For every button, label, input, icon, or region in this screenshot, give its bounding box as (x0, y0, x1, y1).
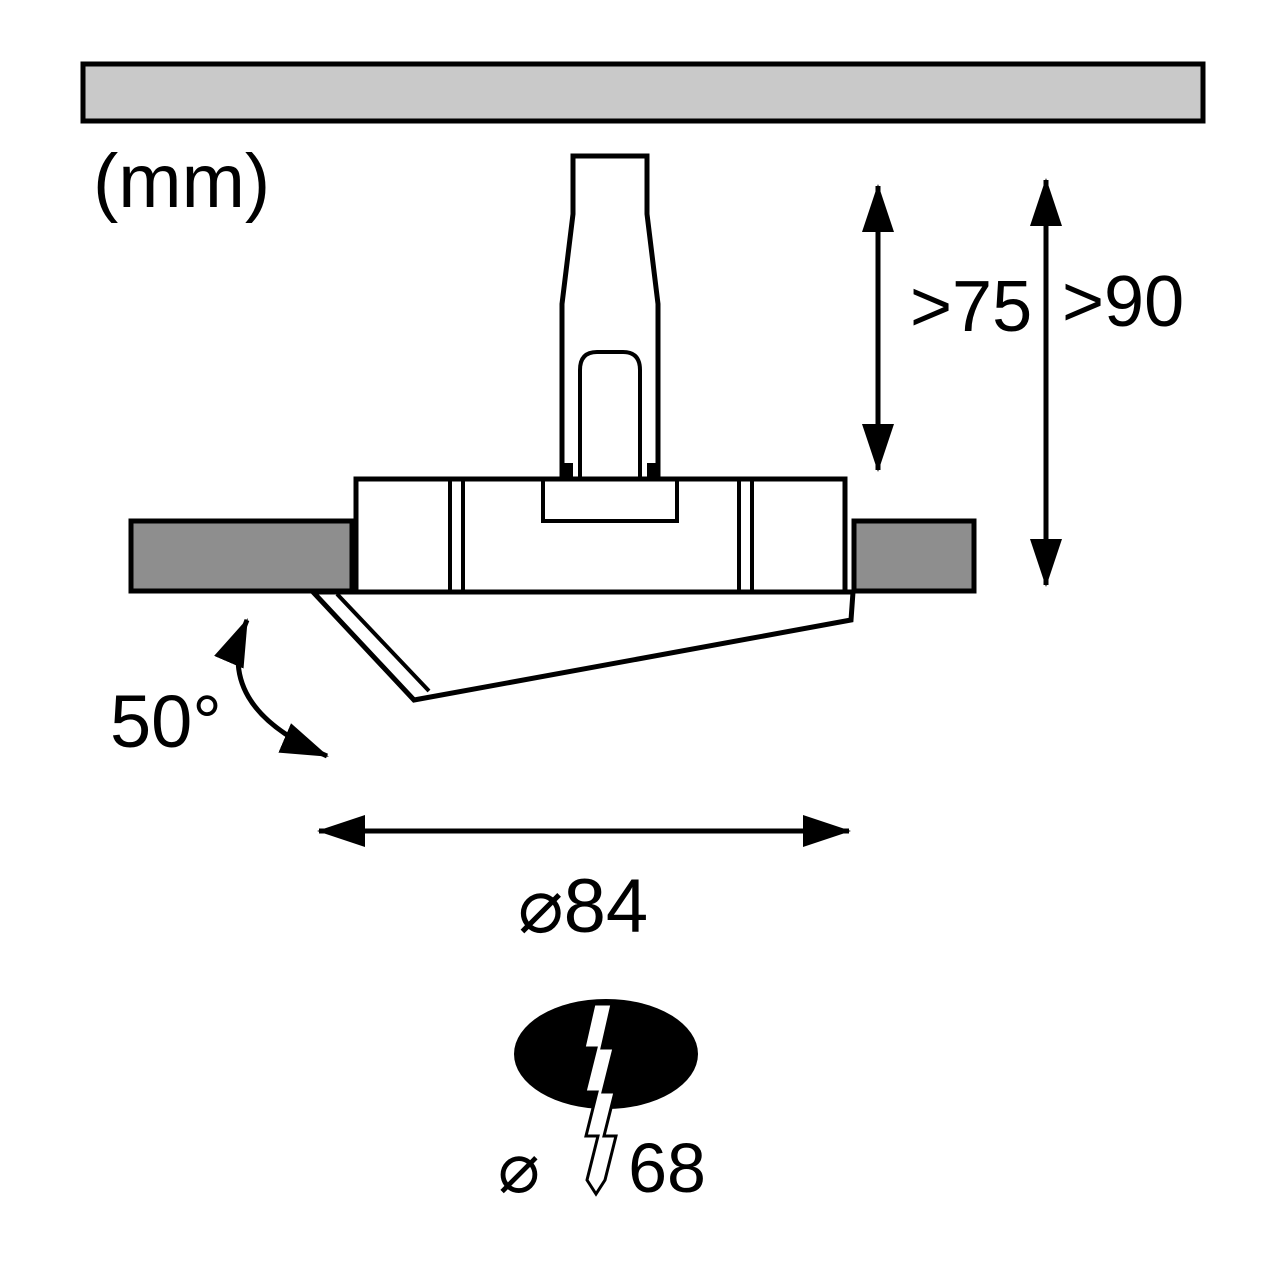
dim-label-cutout-value: 68 (628, 1129, 706, 1207)
connector-clamp-right (647, 463, 660, 479)
trim-flange-left (128, 518, 355, 594)
cable-zigzag (582, 1002, 618, 1197)
ceiling-panel (80, 61, 1206, 124)
trim-flange-right (851, 518, 977, 594)
unit-label: (mm) (93, 139, 270, 224)
tilt-face-inner-edge (335, 592, 431, 693)
connector-clamp-left (560, 463, 573, 479)
dim-label-swivel: 50° (110, 680, 222, 763)
dim-label-recess-depth: >75 (910, 267, 1032, 347)
connector-pedestal (541, 479, 679, 523)
dim-label-install-depth: >90 (1062, 262, 1184, 342)
dim-label-outer-diameter: ⌀84 (518, 864, 648, 949)
tilt-face (307, 589, 856, 703)
luminaire-connector-body (559, 153, 661, 482)
luminaire-connector-slot (578, 350, 642, 479)
dim-arc-swivel (214, 618, 329, 759)
luminaire-housing (353, 476, 848, 595)
dim-label-cutout-symbol: ⌀ (498, 1129, 540, 1207)
